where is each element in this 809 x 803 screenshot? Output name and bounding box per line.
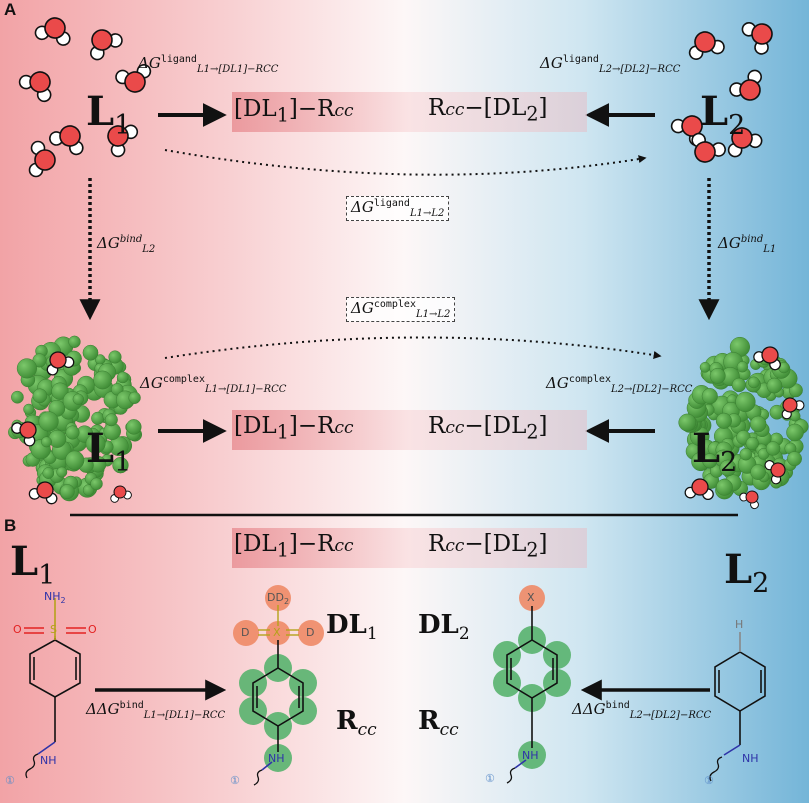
hybrid-formula-complex-right: Rcc−[DL2] — [428, 413, 548, 444]
water-molecule — [753, 346, 781, 371]
water-molecules-left — [18, 17, 152, 178]
molecule-dl1-core — [233, 585, 324, 786]
hybrid-formula-b-right: Rcc−[DL2] — [428, 531, 548, 562]
atom-sulfur: S — [50, 623, 57, 636]
water-molecule — [688, 31, 725, 60]
hybrid-formula-b-left: [DL1]−Rcc — [234, 531, 354, 562]
ligand-l2-top: L2 — [700, 88, 746, 141]
arrow-complex-l1-l2 — [164, 336, 662, 359]
ligand-l1-bound: L1 — [86, 425, 132, 478]
dg-ligand-l1-dl1: ΔGligandL1→[DL1]−RCC — [138, 54, 279, 75]
attach-point-3: ① — [485, 772, 495, 785]
hybrid-formula-complex-left: [DL1]−Rcc — [234, 413, 354, 444]
ddg-bind-l2-dl2: ΔΔGbindL2→[DL2]−RCC — [572, 700, 712, 721]
dg-ligand-l2-dl2: ΔGligandL2→[DL2]−RCC — [540, 54, 681, 75]
water-molecule — [28, 140, 56, 178]
hybrid-box-panel-b — [232, 528, 587, 568]
molecule-dl2-core — [493, 585, 571, 784]
label-dl2: DL2 — [418, 610, 470, 645]
label-rcc-left: Rcc — [336, 706, 377, 741]
atom-dd2: DD2 — [267, 591, 290, 607]
panel-label-a: A — [4, 0, 17, 19]
attach-point-1: ① — [5, 774, 15, 787]
hybrid-box-ligand — [232, 92, 587, 132]
atom-oxygen-left: O — [13, 623, 22, 636]
water-molecule — [18, 71, 52, 103]
ligand-l2-bound: L2 — [692, 425, 738, 478]
water-molecule — [49, 125, 84, 156]
atom-nh-1: NH — [40, 754, 57, 767]
molecule-l1-sulfonamide — [24, 598, 86, 779]
water-molecule — [670, 115, 704, 147]
water-molecule — [727, 127, 763, 158]
water-molecule — [46, 351, 75, 376]
water-molecule — [741, 22, 773, 55]
dg-complex-l1-l2: ΔGcomplexL1→L2 — [346, 297, 456, 322]
water-molecule — [11, 421, 37, 447]
water-molecule — [110, 485, 132, 503]
atom-nh-3: NH — [522, 749, 539, 762]
water-molecule — [34, 17, 71, 46]
dg-bind-l2: ΔGbindL2 — [97, 234, 156, 255]
hybrid-formula-ligand-left: [DL1]−Rcc — [234, 96, 354, 127]
panel-label-b: B — [4, 516, 17, 535]
ligand-l2-panel-b: L2 — [724, 546, 770, 599]
water-molecule — [115, 64, 152, 93]
attach-point-4: ① — [704, 774, 714, 787]
water-molecule — [739, 490, 759, 510]
atom-nh-4: NH — [742, 752, 759, 765]
dg-complex-l2-dl2: ΔGcomplexL2→[DL2]−RCC — [546, 374, 693, 395]
arrow-ligand-l1-l2 — [164, 149, 647, 176]
water-molecule — [764, 460, 786, 485]
water-molecule — [691, 132, 726, 163]
dg-ligand-l1-l2: ΔGligandL1→L2 — [346, 196, 450, 221]
atom-nh-2: NH — [268, 752, 285, 765]
ligand-l1-top: L1 — [86, 88, 132, 141]
molecule-l2-aniline — [709, 632, 766, 782]
atom-d-left: D — [241, 626, 250, 639]
attach-point-2: ① — [230, 774, 240, 787]
hybrid-box-complex — [232, 410, 587, 450]
atom-x-2: X — [527, 591, 535, 604]
dg-complex-l1-dl1: ΔGcomplexL1→[DL1]−RCC — [140, 374, 287, 395]
atom-nh2: NH2 — [44, 590, 66, 606]
water-molecule — [107, 124, 139, 158]
hybrid-formula-ligand-right: Rcc−[DL2] — [428, 95, 548, 126]
water-molecules-protein — [11, 346, 805, 510]
water-molecule — [781, 397, 805, 420]
water-molecule — [684, 478, 714, 501]
water-molecule — [729, 69, 762, 101]
label-rcc-right: Rcc — [418, 706, 459, 741]
water-molecule — [28, 481, 58, 505]
atom-d-right: D — [306, 626, 315, 639]
ddg-bind-l1-dl1: ΔΔGbindL1→[DL1]−RCC — [86, 700, 226, 721]
atom-h: H — [735, 618, 744, 631]
atom-oxygen-right: O — [88, 623, 97, 636]
atom-x-1: X — [273, 626, 281, 639]
ligand-l1-panel-b: L1 — [10, 538, 56, 591]
dg-bind-l1: ΔGbindL1 — [718, 234, 777, 255]
water-molecules-right — [670, 22, 773, 163]
water-molecule — [90, 29, 123, 61]
protein-right — [678, 336, 809, 500]
label-dl1: DL1 — [326, 610, 378, 645]
